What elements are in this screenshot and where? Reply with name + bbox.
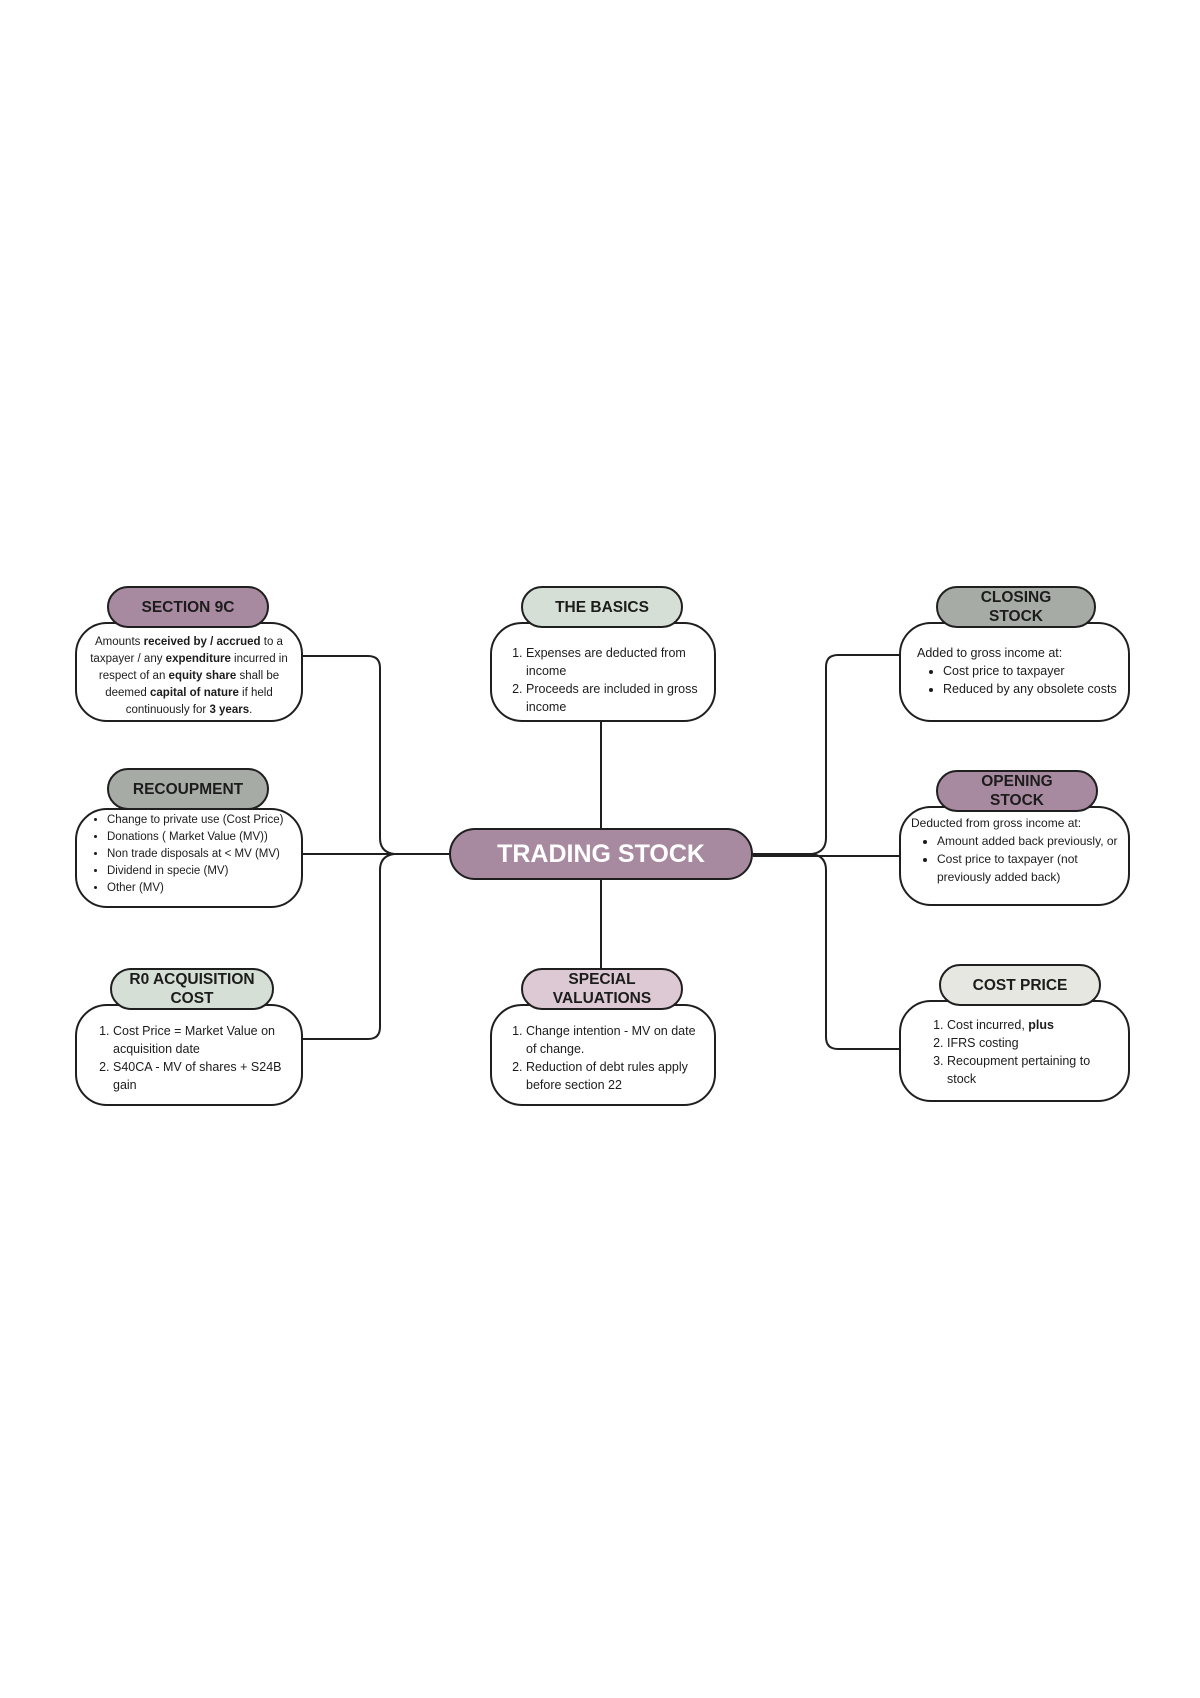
- basics-card: Expenses are deducted from income Procee…: [490, 622, 716, 722]
- special-valuations-card: Change intention - MV on date of change.…: [490, 1004, 716, 1106]
- r0-acquisition-card: Cost Price = Market Value on acquisition…: [75, 1004, 303, 1106]
- section-9c-fragment: incurred in respect of an: [98, 653, 288, 682]
- recoupment-item: Dividend in specie (MV): [107, 863, 295, 880]
- special-valuations-list: Change intention - MV on date of change.…: [506, 1022, 706, 1094]
- connector-section-9c: [303, 655, 449, 855]
- closing-stock-card: Added to gross income at: Cost price to …: [899, 622, 1130, 722]
- special-valuations-item: Change intention - MV on date of change.: [526, 1022, 706, 1058]
- section-9c-text: Amounts received by / accrued to a taxpa…: [83, 634, 295, 719]
- section-9c-fragment: 3 years: [209, 704, 250, 716]
- section-9c-fragment: capital of nature: [150, 687, 239, 699]
- closing-stock-item: Reduced by any obsolete costs: [943, 680, 1118, 698]
- basics-title: THE BASICS: [521, 586, 683, 628]
- opening-stock-title: OPENING STOCK: [936, 770, 1098, 812]
- section-9c-fragment: shall be deemed: [105, 670, 280, 699]
- section-9c-fragment: Amounts: [95, 636, 144, 648]
- r0-acquisition-list: Cost Price = Market Value on acquisition…: [93, 1022, 293, 1094]
- connector-cost-price: [811, 853, 899, 1050]
- recoupment-list: Change to private use (Cost Price) Donat…: [89, 812, 295, 897]
- recoupment-item: Other (MV): [107, 880, 295, 897]
- section-9c-fragment: .: [249, 704, 253, 716]
- section-9c-fragment: to a taxpayer / any: [90, 636, 283, 665]
- recoupment-item: Change to private use (Cost Price): [107, 812, 295, 829]
- r0-acquisition-item: Cost Price = Market Value on acquisition…: [113, 1022, 293, 1058]
- closing-stock-item: Cost price to taxpayer: [943, 662, 1118, 680]
- cost-price-item: Cost incurred, plus: [947, 1016, 1120, 1034]
- section-9c-fragment: if held continuously for: [125, 687, 273, 716]
- r0-acquisition-title: R0 ACQUISITION COST: [110, 968, 274, 1010]
- cost-price-item: IFRS costing: [947, 1034, 1120, 1052]
- cost-price-list: Cost incurred, plus IFRS costing Recoupm…: [927, 1016, 1120, 1088]
- opening-stock-intro: Deducted from gross income at:: [911, 816, 1082, 830]
- recoupment-card: Change to private use (Cost Price) Donat…: [75, 808, 303, 908]
- section-9c-fragment: expenditure: [165, 653, 231, 665]
- recoupment-item: Non trade disposals at < MV (MV): [107, 846, 295, 863]
- connector-r0-acquisition: [303, 853, 395, 1040]
- r0-acquisition-item: S40CA - MV of shares + S24B gain: [113, 1058, 293, 1094]
- special-valuations-item: Reduction of debt rules apply before sec…: [526, 1058, 706, 1094]
- opening-stock-card: Deducted from gross income at: Amount ad…: [899, 806, 1130, 906]
- basics-list: Expenses are deducted from income Procee…: [506, 644, 704, 716]
- basics-item: Proceeds are included in gross income: [526, 680, 704, 716]
- section-9c-fragment: equity share: [168, 670, 237, 682]
- cost-price-item: Recoupment pertaining to stock: [947, 1052, 1120, 1088]
- closing-stock-title: CLOSING STOCK: [936, 586, 1096, 628]
- opening-stock-item: Cost price to taxpayer (not previously a…: [937, 850, 1120, 886]
- section-9c-card: Amounts received by / accrued to a taxpa…: [75, 622, 303, 722]
- closing-stock-intro: Added to gross income at:: [917, 646, 1063, 660]
- trading-stock-title: TRADING STOCK: [449, 828, 753, 880]
- basics-item: Expenses are deducted from income: [526, 644, 704, 680]
- recoupment-title: RECOUPMENT: [107, 768, 269, 810]
- section-9c-title: SECTION 9C: [107, 586, 269, 628]
- opening-stock-list: Amount added back previously, or Cost pr…: [911, 832, 1120, 886]
- recoupment-item: Donations ( Market Value (MV)): [107, 829, 295, 846]
- cost-price-title: COST PRICE: [939, 964, 1101, 1006]
- cost-price-card: Cost incurred, plus IFRS costing Recoupm…: [899, 1000, 1130, 1102]
- opening-stock-item: Amount added back previously, or: [937, 832, 1120, 850]
- closing-stock-list: Cost price to taxpayer Reduced by any ob…: [917, 662, 1118, 698]
- section-9c-fragment: received by / accrued: [143, 636, 261, 648]
- connector-closing-stock: [753, 654, 899, 855]
- special-valuations-title: SPECIAL VALUATIONS: [521, 968, 683, 1010]
